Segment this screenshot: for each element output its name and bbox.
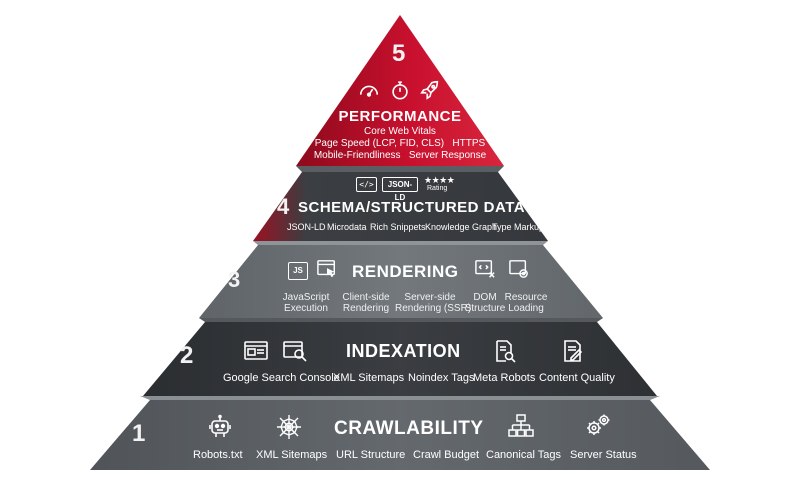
- level-2-title: INDEXATION: [346, 341, 461, 361]
- level-2-item-5: Content Quality: [539, 372, 615, 384]
- level-4-band: [253, 172, 548, 241]
- level-4-item-5: Type Markup: [492, 222, 545, 232]
- robot-icon: [207, 414, 233, 440]
- rating-label: Rating: [427, 185, 448, 192]
- level-1-item-2: XML Sitemaps: [256, 449, 328, 461]
- level-1-item-5: Canonical Tags: [486, 449, 562, 461]
- js-icon: JS: [288, 262, 308, 280]
- level-3-item-5: Resource Loading: [503, 292, 549, 314]
- stopwatch-icon: [389, 79, 411, 101]
- level-2-item-1: Google Search Console: [223, 372, 340, 384]
- level-1-item-1: Robots.txt: [193, 449, 243, 461]
- level-4-item-4: Knowledge Graph: [425, 222, 498, 232]
- level-2-item-3: Noindex Tags: [408, 372, 475, 384]
- level-5-title: PERFORMANCE: [338, 108, 462, 125]
- speedometer-icon: [358, 80, 380, 102]
- level-3-item-5-line-2: Loading: [508, 303, 544, 314]
- code-icon: </>: [359, 180, 374, 189]
- browser-window-icon: [243, 340, 269, 362]
- level-3-item-4-line-1: DOM: [473, 292, 497, 303]
- json-ld-badge: JSON-LD: [382, 177, 418, 202]
- level-3-item-3-line-2: Rendering (SSR): [395, 303, 472, 314]
- level-1-title: CRAWLABILITY: [334, 418, 484, 439]
- code-error-icon: [474, 259, 496, 279]
- level-1-edge: [140, 396, 660, 400]
- level-3-title: RENDERING: [352, 262, 459, 281]
- level-3-band: [199, 245, 603, 318]
- level-3-edge: [253, 241, 548, 245]
- level-3-item-4-line-2: Structure: [464, 303, 506, 314]
- spider-web-icon: [276, 414, 302, 440]
- level-3-item-3-line-1: Server-side: [404, 292, 456, 303]
- level-3-item-2: Client-side Rendering: [337, 292, 395, 314]
- level-4-item-3: Rich Snippets: [370, 222, 426, 232]
- browser-cursor-icon: [316, 259, 338, 279]
- search-console-icon: [282, 340, 308, 362]
- level-1-item-3: URL Structure: [336, 449, 406, 461]
- document-search-icon: [493, 339, 517, 363]
- level-4-title: SCHEMA/STRUCTURED DATA: [298, 199, 526, 216]
- level-2-number: 2: [180, 342, 194, 369]
- level-3-item-2-line-2: Rendering: [342, 303, 390, 314]
- document-edit-icon: [561, 339, 585, 363]
- rocket-icon: [419, 79, 441, 101]
- level-4-edge: [296, 166, 504, 172]
- json-ld-badge-label: JSON-LD: [387, 180, 413, 202]
- level-3-item-1-line-1: JavaScript: [282, 292, 330, 303]
- level-2-item-2: XML Sitemaps: [333, 372, 405, 384]
- level-5-line-1: Core Web Vitals: [364, 126, 436, 137]
- resource-settings-icon: [508, 259, 530, 279]
- level-3-item-1: JavaScript Execution: [278, 292, 334, 314]
- level-1-number: 1: [132, 420, 146, 447]
- level-5-number: 5: [392, 40, 406, 67]
- level-1-item-6: Server Status: [570, 449, 637, 461]
- level-3-number: 3: [228, 267, 241, 292]
- level-3-item-3: Server-side Rendering (SSR): [395, 292, 472, 314]
- level-2-item-4: Meta Robots: [473, 372, 536, 384]
- level-1-band: [90, 400, 710, 470]
- level-5-line-3: Mobile-Friendliness Server Response: [313, 150, 487, 161]
- rating-stars-icon: ★★★★: [424, 175, 455, 185]
- level-3-item-1-line-2: Execution: [284, 303, 328, 314]
- level-2-band: [143, 322, 657, 396]
- level-3-item-2-line-1: Client-side: [342, 292, 390, 303]
- level-5-line-2: Page Speed (LCP, FID, CLS) HTTPS: [314, 138, 486, 149]
- level-1-item-4: Crawl Budget: [413, 449, 480, 461]
- code-badge: </>: [356, 177, 377, 192]
- level-4-item-2: Microdata: [327, 222, 367, 232]
- sitemap-tree-icon: [507, 413, 535, 439]
- js-icon-label: JS: [293, 266, 303, 275]
- level-3-item-4: DOM Structure: [462, 292, 508, 314]
- level-4-item-1: JSON-LD: [287, 222, 326, 232]
- gears-icon: [584, 413, 612, 439]
- level-3-item-5-line-1: Resource: [504, 292, 548, 303]
- level-2-edge: [199, 318, 603, 322]
- level-4-number: 4: [277, 194, 290, 219]
